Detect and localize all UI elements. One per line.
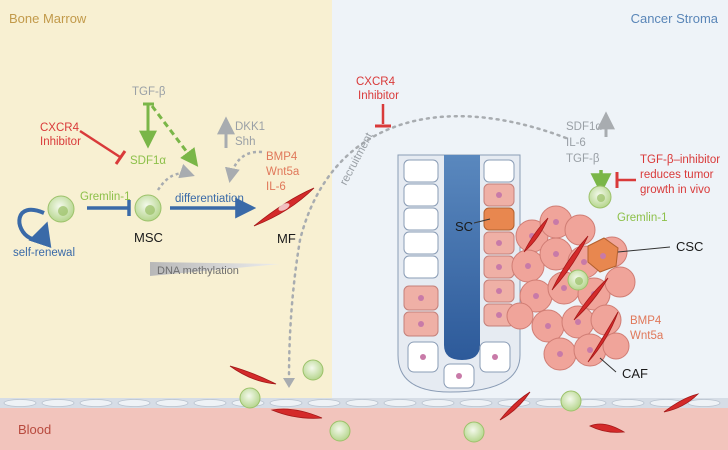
- stroma-wnt5a-label: Wnt5a: [630, 330, 664, 342]
- stroma-bmp4-label: BMP4: [630, 315, 662, 327]
- crypt-epithelial-cells-left: [403, 159, 439, 279]
- cxcr4-inhibitor-label-line1: CXCR4: [40, 122, 80, 134]
- cxcr4-inhibitor-label-line2: Inhibitor: [40, 136, 81, 148]
- stroma-il6-label: IL-6: [566, 137, 586, 149]
- stroma-msc-cell: [588, 185, 612, 209]
- bone-marrow-label: Bone Marrow: [9, 11, 87, 26]
- shh-label: Shh: [235, 136, 255, 148]
- stroma-sdf1a-label: SDF1α: [566, 121, 602, 133]
- self-renewal-loop-arrow: [17, 207, 52, 249]
- recruitment-dotted-path: [287, 114, 568, 382]
- cxcr4-inhibition-line: [79, 129, 121, 159]
- msc-cell-left: [47, 195, 75, 223]
- transit-cxcr4-label-line1: CXCR4: [356, 76, 396, 88]
- stroma-tgf-beta-label: TGF-β: [566, 153, 600, 165]
- csc-label: CSC: [676, 239, 703, 254]
- sc-pointer-line: [473, 218, 491, 224]
- transit-cxcr4-label-line2: Inhibitor: [358, 90, 399, 102]
- caf-label: CAF: [622, 366, 648, 381]
- tgf-inhibitor-note-line2: reduces tumor: [640, 169, 714, 181]
- csc-pointer-line: [617, 246, 671, 253]
- self-renewal-label: self-renewal: [13, 247, 75, 259]
- il6-label: IL-6: [266, 181, 286, 193]
- msc-label: MSC: [134, 230, 163, 245]
- stroma-msc-cell-2: [567, 269, 589, 291]
- bmp4-label: BMP4: [266, 151, 298, 163]
- intestinal-crypt: [397, 154, 521, 393]
- crypt-epithelial-cells-right: [483, 159, 515, 183]
- msc-dotted-arrow: [156, 163, 195, 191]
- blood-msc-cells: [239, 359, 582, 443]
- cancer-stroma-label: Cancer Stroma: [631, 11, 719, 26]
- caf-pointer-line: [599, 357, 617, 373]
- stroma-gremlin1-label: Gremlin-1: [617, 212, 667, 224]
- sdf1a-label: SDF1α: [130, 155, 166, 167]
- recruitment-arrowhead: [283, 378, 295, 388]
- differentiation-label: differentiation: [175, 193, 244, 205]
- crypt-nuclei: [418, 192, 502, 379]
- csc-cell: [587, 237, 619, 273]
- mf-label: MF: [277, 231, 296, 246]
- dna-methylation-wedge: [150, 262, 280, 276]
- gremlin1-label: Gremlin-1: [80, 191, 130, 203]
- tumor-nuclei: [525, 219, 597, 357]
- tgf-beta-label: TGF-β: [132, 86, 166, 98]
- dna-methylation-label: DNA methylation: [157, 265, 239, 277]
- cancer-stroma-region: [332, 0, 728, 405]
- tgf-inhibitor-note-line3: growth in vivo: [640, 184, 710, 196]
- blood-region: [0, 405, 728, 450]
- cxcr4-inhibition-bar: [114, 150, 127, 165]
- factors-to-mf-dotted-arrow: [225, 150, 263, 183]
- tgf-inhibitor-note-line1: TGF-β–inhibitor: [640, 154, 720, 166]
- tgf-to-differentiation-arrow: [150, 105, 199, 167]
- blood-label: Blood: [18, 422, 51, 437]
- stem-cell-sc: [483, 207, 515, 231]
- msc-cell: [134, 194, 162, 222]
- blood-fibroblasts: [229, 365, 700, 433]
- dkk1-label: DKK1: [235, 121, 265, 133]
- caf-fibroblasts: [523, 217, 619, 363]
- wnt5a-label: Wnt5a: [266, 166, 300, 178]
- sc-label: SC: [455, 219, 473, 234]
- mf-fibroblast: [253, 187, 315, 227]
